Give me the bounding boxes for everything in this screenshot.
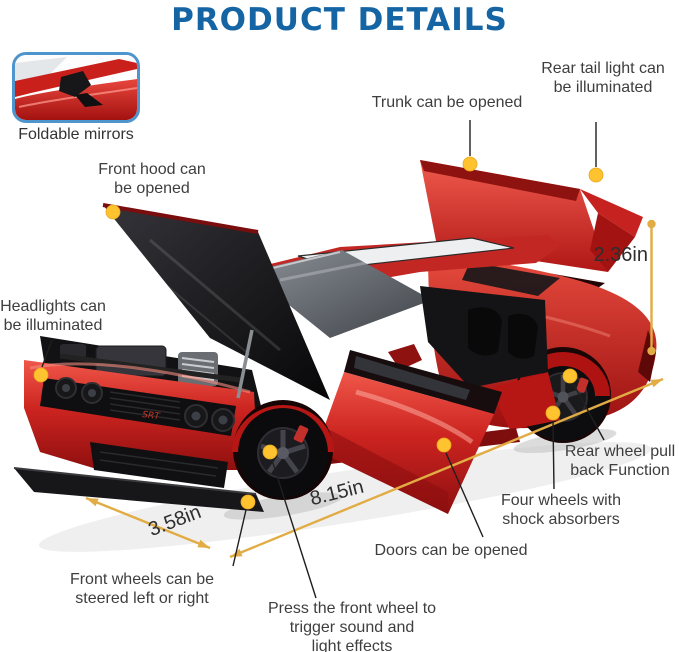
callout-dot-front-wheel-sound xyxy=(262,444,278,460)
interior-seats xyxy=(420,286,548,388)
callout-label-headlights: Headlights can be illuminated xyxy=(0,298,106,334)
mirror-closeup-photo xyxy=(15,55,137,120)
callout-label-front-wheel-sound: Press the front wheel to trigger sound a… xyxy=(267,600,437,652)
callout-dot-tail-light xyxy=(588,167,604,183)
callout-line-doors xyxy=(445,452,484,538)
callout-label-tail-light: Rear tail light can be illuminated xyxy=(541,60,665,96)
callout-line-front-wheel-sound xyxy=(271,459,317,599)
rear-quarter-panel xyxy=(490,372,560,430)
callout-lines xyxy=(41,120,605,599)
foldable-mirrors-inset xyxy=(12,52,140,123)
callout-dots xyxy=(33,156,604,510)
page-title: PRODUCT DETAILS xyxy=(171,2,508,38)
callout-dot-front-hood xyxy=(105,204,121,220)
callout-line-shock-absorbers xyxy=(552,420,555,490)
srt-badge: SRT xyxy=(142,410,162,422)
dimension-line-width xyxy=(85,496,211,550)
callout-dot-shock-absorbers xyxy=(545,405,561,421)
callout-dot-front-wheel-steer xyxy=(240,494,256,510)
callout-dot-trunk xyxy=(462,156,478,172)
inset-label: Foldable mirrors xyxy=(18,126,134,143)
dimension-line-height xyxy=(647,219,656,356)
callout-label-rear-wheel-pullback: Rear wheel pull back Function xyxy=(564,443,676,479)
roof-and-glass xyxy=(246,235,560,338)
dimension-label-height: 2.36in xyxy=(593,244,649,266)
callout-label-front-wheel-steer: Front wheels can be steered left or righ… xyxy=(69,571,215,607)
callout-label-trunk: Trunk can be opened xyxy=(371,94,523,111)
callout-label-doors: Doors can be opened xyxy=(374,542,528,559)
dimension-lines xyxy=(85,219,664,559)
callout-dot-rear-wheel-pullback xyxy=(562,368,578,384)
front-fascia: SRT xyxy=(13,360,264,512)
callout-label-front-hood: Front hood can be opened xyxy=(98,161,206,197)
headlights xyxy=(55,377,235,432)
open-door xyxy=(316,350,502,514)
callout-label-shock-absorbers: Four wheels with shock absorbers xyxy=(500,492,622,528)
open-hood xyxy=(102,203,330,400)
callout-line-headlights xyxy=(41,339,53,368)
front-wheel xyxy=(232,400,334,500)
callout-line-rear-wheel-pullback xyxy=(572,382,605,441)
callout-dot-headlights xyxy=(33,367,49,383)
callout-dot-doors xyxy=(436,437,452,453)
folded-mirror xyxy=(59,71,91,97)
callout-line-front-wheel-steer xyxy=(232,509,247,567)
hood-strut xyxy=(236,329,254,399)
